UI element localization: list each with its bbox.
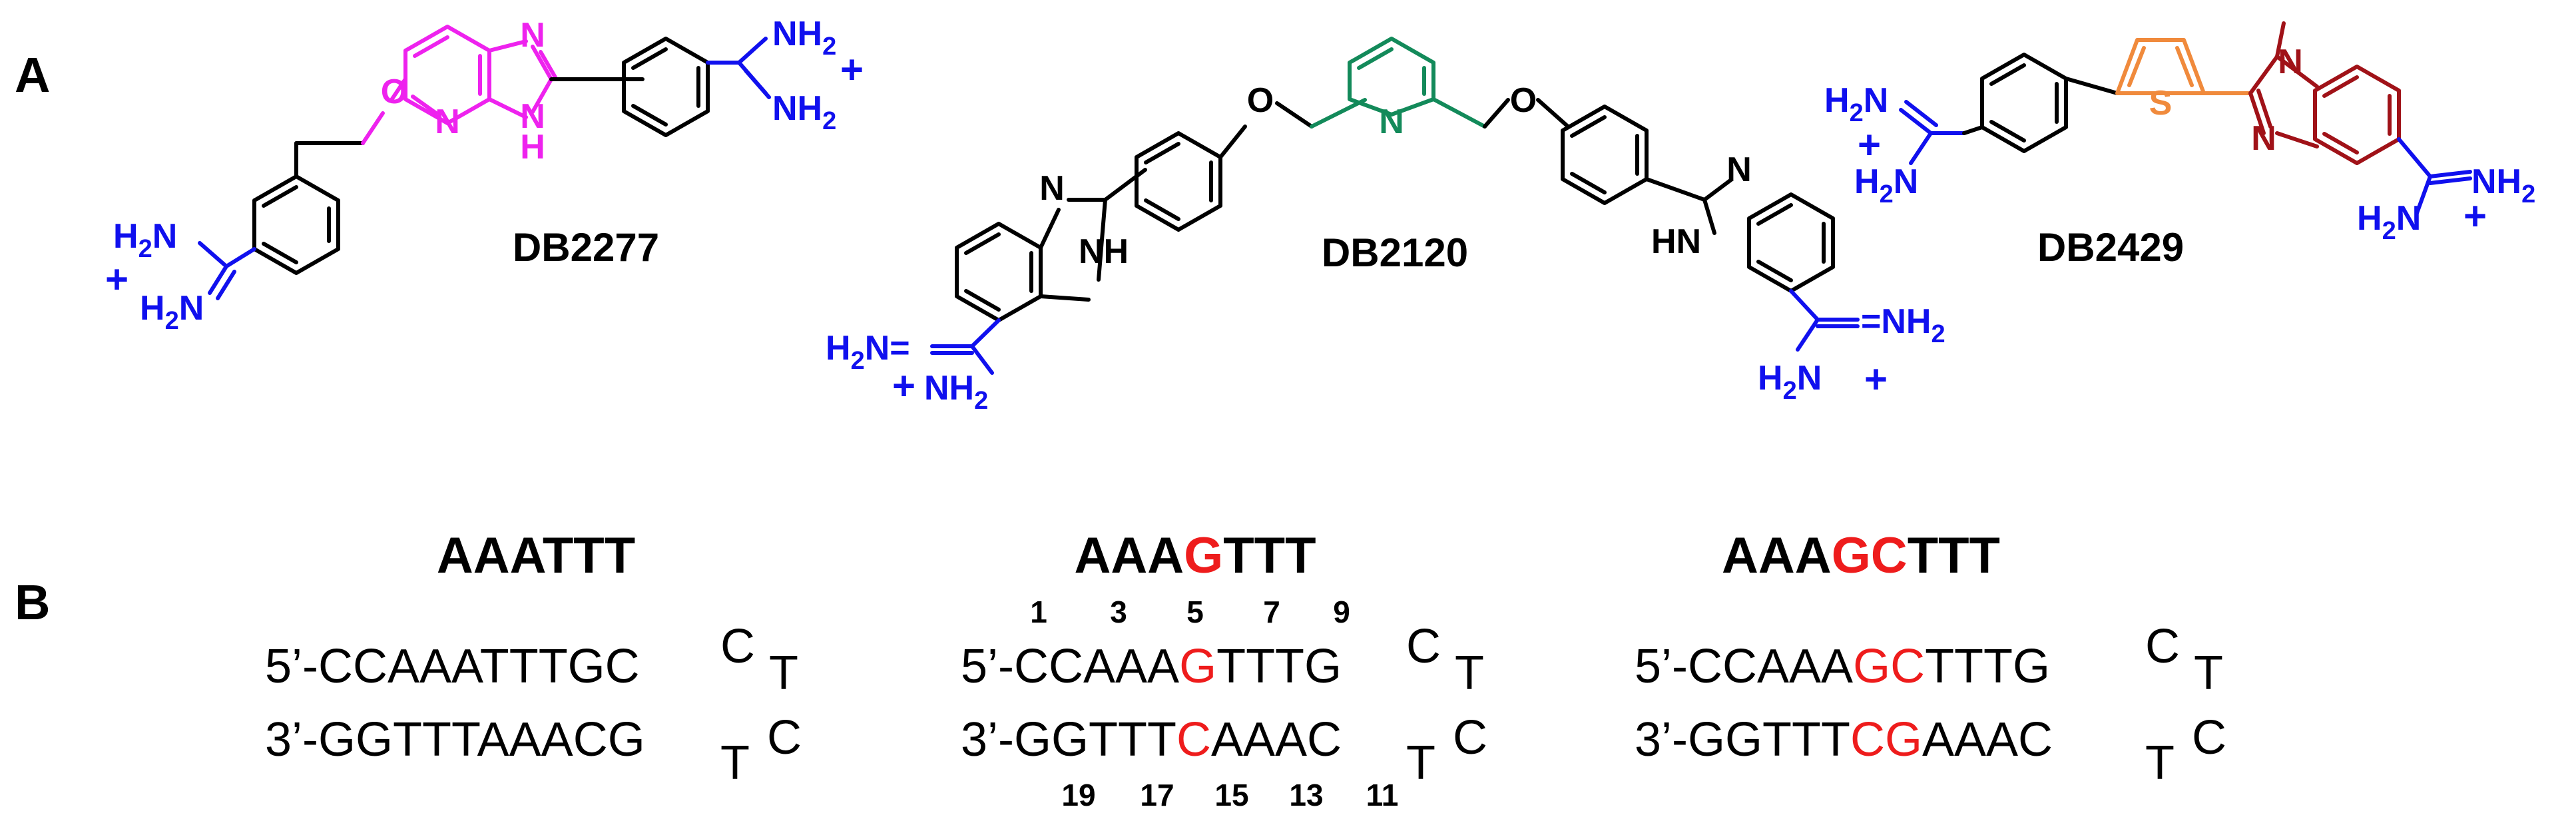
db2429-amidine-left [1899, 100, 1966, 165]
db2277-benzene-left [252, 141, 365, 275]
loop-t2-aaagttt: T [1406, 736, 1435, 790]
db2277-pyridine-n: N [435, 103, 460, 141]
db2120-imidazole-n-left: N [1039, 169, 1065, 208]
panel-label-a: A [15, 47, 50, 103]
loop-c1-aaattt: C [720, 620, 755, 673]
db2120-h2n-right: H2N [1758, 359, 1822, 405]
db2277-amidine-right [706, 37, 771, 99]
strand-bottom-aaagcttt: 3’-GGTTTCGAAAC [1635, 713, 2053, 766]
db2120-nh2-right: =NH2 [1861, 302, 1945, 348]
db2120-pyridine [1310, 37, 1487, 129]
db2277-imidazole-nh: N [520, 97, 545, 136]
db2277-linker [361, 78, 407, 145]
compound-db2429-structure [1899, 21, 2472, 215]
db2277-oxygen: O [381, 73, 407, 111]
strand-top-aaattt: 5’-CCAAATTTGC [265, 640, 640, 693]
strand-top-aaagttt: 5’-CCAAAGTTTG [961, 640, 1342, 693]
db2277-benzene-right [549, 37, 710, 137]
db2277-nh2-top: NH2 [772, 15, 836, 61]
db2277-nh2-bottom: NH2 [772, 89, 836, 135]
db2429-amidine-right [2397, 137, 2472, 215]
compound-name-db2429: DB2429 [2037, 225, 2184, 270]
compound-db2277-structure [198, 25, 771, 300]
strand-bottom-aaattt: 3’-GGTTTAAACG [265, 713, 645, 766]
loop-t1-aaagcttt: T [2194, 647, 2223, 700]
loop-c1-aaagcttt: C [2145, 620, 2180, 673]
db2277-amidine-left [198, 241, 256, 300]
db2120-oxygen-left: O [1247, 81, 1274, 120]
db2277-charge-left: + [105, 257, 129, 302]
compound-name-db2277: DB2277 [513, 225, 659, 270]
db2277-h2n-bottom: H2N [140, 289, 204, 335]
position-number: 11 [1366, 778, 1399, 812]
position-number: 17 [1140, 778, 1174, 812]
db2277-imidazole-n: N [520, 16, 545, 55]
motif-aaattt: AAATTT [437, 527, 635, 584]
position-number: 9 [1333, 595, 1350, 629]
db2429-phenyl [1962, 53, 2119, 153]
db2120-imidazole-n-right: N [1726, 150, 1752, 189]
db2120-h2n-left: H2N= [826, 329, 910, 375]
position-number: 1 [1030, 595, 1047, 629]
db2429-benzimidazole [2248, 21, 2401, 165]
strand-top-aaagcttt: 5’-CCAAAGCTTTG [1635, 640, 2050, 693]
db2277-imidazopyridine [403, 25, 557, 125]
loop-c2-aaattt: C [767, 711, 802, 764]
position-number: 15 [1214, 778, 1248, 812]
compound-db2429-atoms: H2N + H2N S N N NH2 H2N + [1824, 43, 2535, 245]
motif-aaagcttt: AAAGCTTT [1722, 527, 2000, 584]
db2120-amidines [930, 289, 1860, 375]
db2429-nh2: NH2 [2471, 162, 2535, 208]
db2120-oxygen-right: O [1510, 81, 1537, 120]
db2429-thiophene [2115, 38, 2252, 95]
db2120-right-half [1483, 98, 1835, 293]
db2120-pyridine-n: N [1379, 103, 1404, 141]
panel-label-b: B [15, 575, 50, 630]
db2429-charge-right: + [2463, 194, 2487, 238]
position-number: 7 [1263, 595, 1280, 629]
db2429-h2n-bottom: H2N [1854, 162, 1918, 208]
loop-t1-aaagttt: T [1455, 647, 1484, 700]
loop-t2-aaattt: T [720, 736, 750, 790]
db2429-h2n-top: H2N [1824, 81, 1888, 127]
loop-t2-aaagcttt: T [2145, 736, 2175, 790]
db2429-imidazole-n: N [2251, 119, 2276, 158]
compound-name-db2120: DB2120 [1322, 230, 1468, 275]
loop-c1-aaagttt: C [1406, 620, 1441, 673]
db2277-imidazole-h: H [520, 128, 545, 166]
db2120-imidazole-hn-right: HN [1651, 222, 1701, 261]
compound-db2120-structure [930, 37, 1860, 375]
sequence-aaagcttt: AAAGCTTT 5’-CCAAAGCTTTG 3’-GGTTTCGAAAC C… [1635, 527, 2226, 790]
db2429-sulfur: S [2149, 84, 2173, 123]
db2120-left-half [955, 101, 1314, 322]
db2429-n-methyl: N [2278, 43, 2303, 81]
db2120-charge-left: + [892, 364, 915, 408]
loop-c2-aaagcttt: C [2192, 711, 2226, 764]
compound-db2277-atoms: O N N N H NH2 + NH2 H2N + H2N [105, 15, 864, 335]
db2120-imidazole-nh-left: NH [1079, 232, 1129, 271]
position-number: 19 [1061, 778, 1095, 812]
position-number: 5 [1186, 595, 1204, 629]
loop-c2-aaagttt: C [1453, 711, 1487, 764]
db2120-charge-right: + [1864, 357, 1888, 402]
position-number: 3 [1110, 595, 1127, 629]
sequence-aaagttt: AAAGTTT 1 3 5 7 9 5’-CCAAAGTTTG 3’-GGTTT… [961, 527, 1487, 812]
compound-db2120-atoms: O O N N NH N HN H2N= + NH2 =NH2 H2N + [826, 81, 1945, 415]
loop-t1-aaattt: T [769, 647, 798, 700]
db2277-charge-right: + [840, 47, 864, 92]
motif-aaagttt: AAAGTTT [1074, 527, 1316, 584]
position-number: 13 [1289, 778, 1323, 812]
db2429-h2n-bottom-right: H2N [2357, 199, 2421, 245]
db2277-h2n-top: H2N [113, 217, 177, 263]
strand-bottom-aaagttt: 3’-GGTTTCAAAC [961, 713, 1342, 766]
db2120-nh2-left: NH2 [924, 369, 988, 415]
db2429-charge-left: + [1858, 123, 1881, 167]
sequence-aaattt: AAATTT 5’-CCAAATTTGC 3’-GGTTTAAACG C T T… [265, 527, 802, 790]
